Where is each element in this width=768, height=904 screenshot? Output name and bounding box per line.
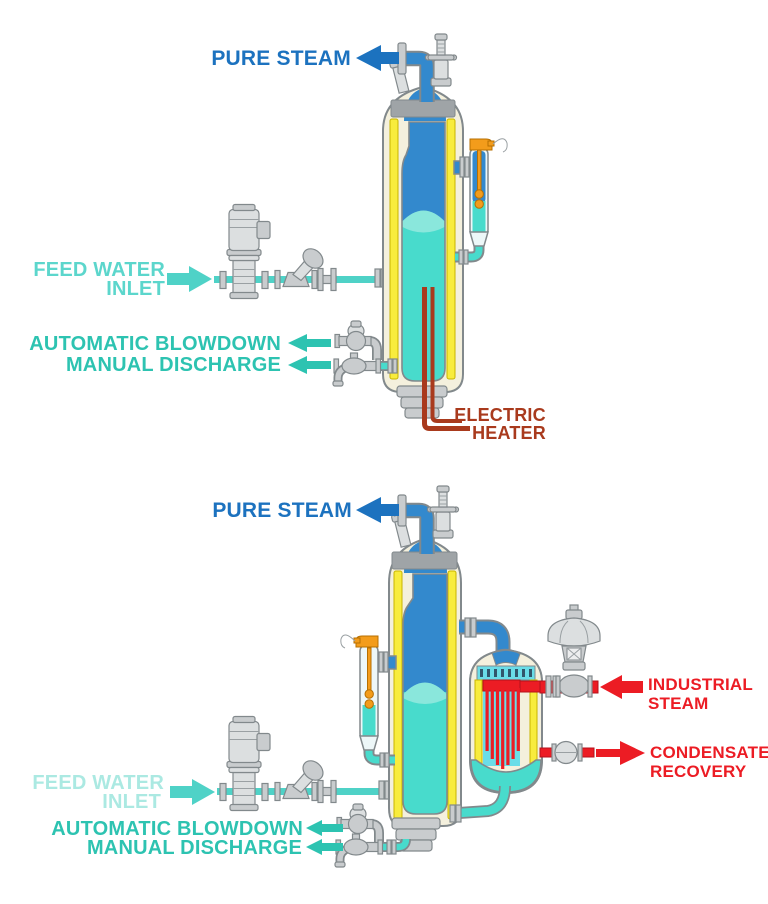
dome-flange-band (390, 99, 456, 118)
jacket-left (389, 118, 399, 380)
level-gauge (340, 634, 397, 768)
jacket-right (447, 570, 457, 820)
pure-steam-outlet-pipe (397, 42, 435, 102)
steam-trap-icon (551, 740, 583, 765)
automatic-blowdown-label: AUTOMATIC BLOWDOWN (51, 818, 303, 840)
probe-cable (492, 138, 508, 153)
pure-steam-label: PURE STEAM (212, 499, 352, 522)
feed-pump-icon (219, 203, 271, 300)
feed-pump-icon (219, 715, 271, 812)
feed-water-arrow (170, 779, 215, 805)
condensate-recovery-arrow (596, 741, 645, 765)
electric-heater-elements (422, 287, 470, 431)
automatic-blowdown-arrow (306, 820, 343, 836)
manual-discharge-arrow (306, 839, 343, 855)
electric-heater-label-line2: HEATER (472, 423, 546, 443)
feed-water-label-line2: INLET (106, 278, 165, 300)
automatic-blowdown-label: AUTOMATIC BLOWDOWN (29, 333, 281, 355)
heat-exchanger (469, 648, 543, 795)
generator-vessel (388, 537, 462, 827)
tube-sheet (476, 665, 536, 681)
electric-heater-label-line1: ELECTRIC (454, 405, 546, 425)
tube-ends (480, 669, 532, 677)
bottom-diagram-steam-heated-generator: PURE STEAM (32, 485, 768, 867)
jacket-left (393, 570, 403, 820)
blowdown-piping (381, 358, 398, 374)
steam-control-valve-icon (547, 604, 601, 698)
feed-check-valve-icon (317, 267, 337, 292)
manual-discharge-label: MANUAL DISCHARGE (87, 837, 302, 859)
feed-water-arrow (167, 266, 212, 292)
level-probe-rod (367, 647, 372, 693)
steam-riser-pipe (459, 617, 511, 662)
jacket-right (446, 118, 456, 380)
feed-water-label-line1: FEED WATER (33, 259, 165, 281)
industrial-steam-arrow (600, 675, 643, 699)
condensate-recovery-label-line2: RECOVERY (650, 762, 747, 781)
industrial-steam-label-line1: INDUSTRIAL (648, 675, 753, 694)
level-gauge (453, 138, 508, 265)
probe-cable (340, 634, 356, 649)
manual-discharge-label: MANUAL DISCHARGE (66, 354, 281, 376)
generator-vessel (382, 85, 464, 393)
dome-flange-band (391, 551, 458, 570)
feed-water-label-line1: FEED WATER (32, 772, 164, 794)
condensate-recovery-label-line1: CONDENSATE (650, 743, 768, 762)
level-probe-rod (477, 149, 482, 193)
top-diagram-electric-generator: PURE STEAM FEED WATER INLET (29, 33, 546, 443)
pure-steam-arrow (356, 497, 399, 523)
heater-tubes (485, 688, 520, 769)
pure-steam-label: PURE STEAM (211, 47, 351, 70)
pure-steam-arrow (356, 45, 399, 71)
automatic-blowdown-arrow (288, 334, 331, 352)
condensate-return-pipe (449, 785, 511, 823)
manual-discharge-arrow (288, 356, 331, 374)
feed-water-label-line2: INLET (102, 791, 161, 813)
blowdown-piping (381, 838, 411, 855)
feed-check-valve-icon (317, 779, 337, 804)
industrial-steam-label-line2: STEAM (648, 694, 709, 713)
